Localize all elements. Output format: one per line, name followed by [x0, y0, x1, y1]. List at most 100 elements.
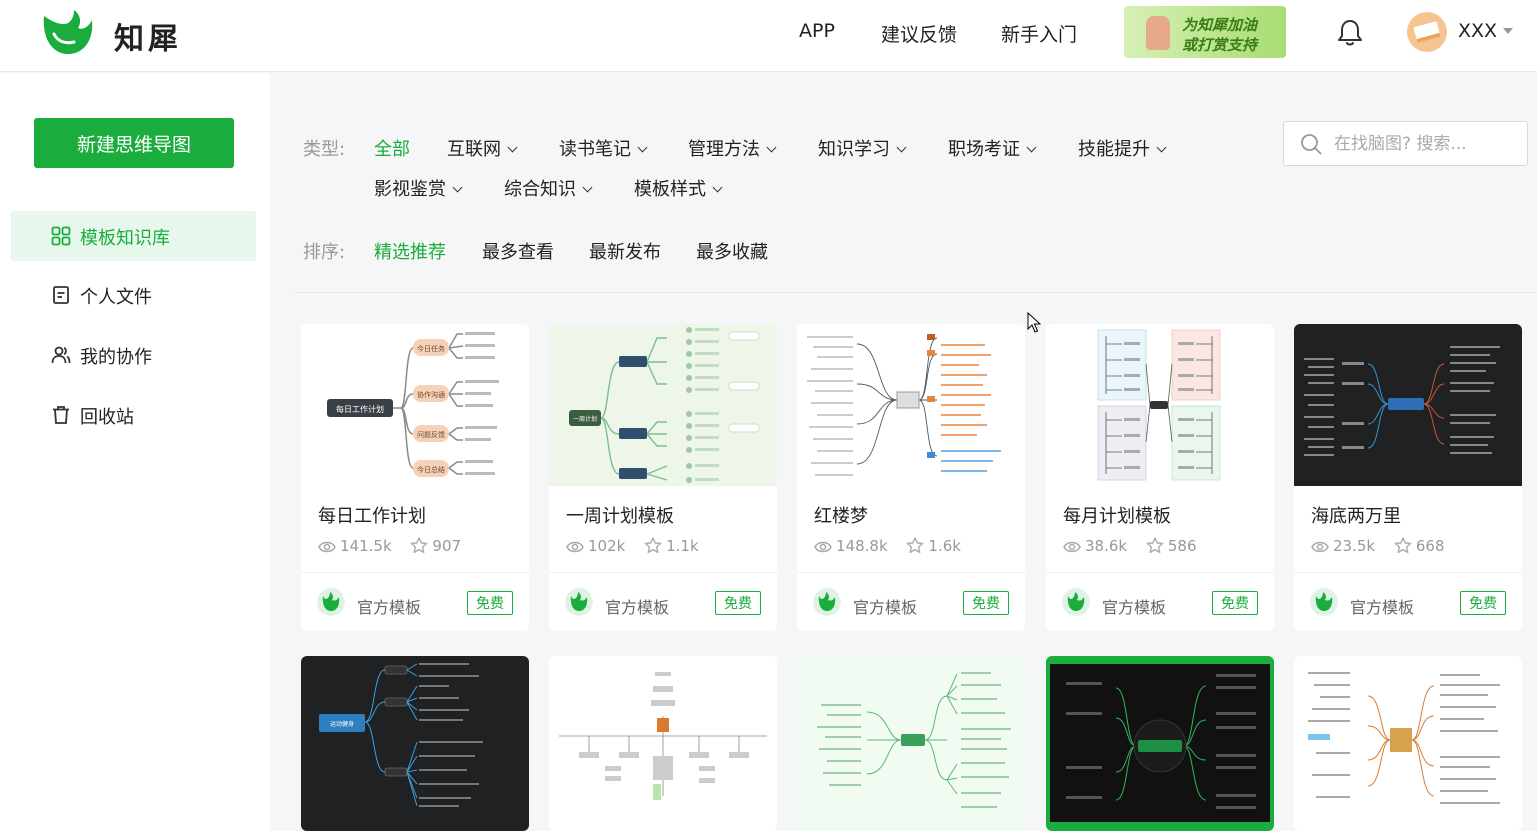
star-icon[interactable]: [644, 537, 662, 554]
eye-icon: [1063, 541, 1081, 553]
fist-icon: [1146, 16, 1170, 50]
divider: [301, 572, 529, 573]
type-label-text: 影视鉴赏: [374, 179, 446, 200]
star-icon[interactable]: [906, 537, 924, 554]
type-reading-notes[interactable]: 读书笔记: [559, 135, 648, 161]
thumb-root-text: 运动健身: [330, 720, 354, 728]
template-card[interactable]: 运动健身: [301, 656, 529, 831]
card-title[interactable]: 每月计划模板: [1063, 506, 1171, 527]
type-film[interactable]: 影视鉴赏: [374, 175, 463, 201]
thumb-root-text: 每日工作计划: [336, 404, 384, 414]
star-icon[interactable]: [1394, 537, 1412, 554]
view-count: 23.5k: [1333, 537, 1376, 555]
thumb-branch-text: 协作沟通: [417, 390, 445, 399]
type-certification[interactable]: 职场考证: [948, 135, 1037, 161]
chevron-down-icon[interactable]: [1503, 28, 1513, 34]
eye-icon: [566, 541, 584, 553]
template-card[interactable]: 一周计划 一周计划模板 102k 1.1k 官方模板: [549, 324, 777, 631]
card-stats: 23.5k 668: [1311, 537, 1445, 555]
type-general[interactable]: 综合知识: [504, 175, 593, 201]
type-all[interactable]: 全部: [374, 139, 410, 160]
support-banner[interactable]: 为知犀加油 或打赏支持: [1124, 6, 1286, 58]
chevron-down-icon: [452, 182, 463, 193]
card-author: 官方模板: [1350, 598, 1415, 617]
type-label-text: 综合知识: [504, 179, 576, 200]
template-card[interactable]: [797, 656, 1025, 831]
template-card[interactable]: 每月计划模板 38.6k 586 官方模板 免费: [1046, 324, 1274, 631]
view-count: 148.8k: [836, 537, 888, 555]
sort-most-starred[interactable]: 最多收藏: [696, 242, 768, 263]
template-card[interactable]: [1046, 656, 1274, 831]
sidebar-item-trash[interactable]: 回收站: [11, 390, 256, 440]
star-icon[interactable]: [1146, 537, 1164, 554]
card-stats: 102k 1.1k: [566, 537, 699, 555]
card-thumbnail: [1294, 324, 1522, 486]
search-box[interactable]: [1283, 121, 1528, 166]
file-icon: [53, 286, 69, 304]
card-author: 官方模板: [853, 598, 918, 617]
bell-icon[interactable]: [1337, 18, 1363, 46]
sidebar-item-personal-files[interactable]: 个人文件: [11, 270, 256, 320]
template-card[interactable]: [1294, 656, 1522, 831]
free-badge: 免费: [963, 591, 1009, 615]
type-styles[interactable]: 模板样式: [634, 175, 723, 201]
star-count: 586: [1167, 537, 1197, 555]
trash-icon: [53, 406, 69, 424]
sidebar-item-templates[interactable]: 模板知识库: [11, 211, 256, 261]
card-thumbnail: [1308, 672, 1500, 804]
user-name[interactable]: XXX: [1458, 20, 1498, 42]
view-count: 38.6k: [1085, 537, 1128, 555]
nav-app[interactable]: APP: [799, 20, 835, 42]
eye-icon: [318, 541, 336, 553]
star-icon[interactable]: [410, 537, 428, 554]
chevron-down-icon: [766, 142, 777, 153]
sidebar-item-label: 模板知识库: [80, 228, 170, 249]
card-title[interactable]: 一周计划模板: [566, 506, 674, 527]
card-stats: 148.8k 1.6k: [814, 537, 961, 555]
grid-icon: [51, 226, 71, 246]
card-stats: 38.6k 586: [1063, 537, 1197, 555]
thumb-branch-text: 今日总结: [417, 465, 445, 474]
users-icon: [51, 346, 71, 364]
sidebar-item-collaboration[interactable]: 我的协作: [11, 330, 256, 380]
divider: [295, 292, 1537, 293]
type-knowledge[interactable]: 知识学习: [818, 135, 907, 161]
nav-feedback[interactable]: 建议反馈: [881, 24, 958, 46]
rhino-logo-icon[interactable]: [38, 8, 96, 58]
view-count: 141.5k: [340, 537, 392, 555]
type-label-text: 职场考证: [948, 139, 1020, 160]
template-card[interactable]: 红楼梦 148.8k 1.6k 官方模板 免费: [797, 324, 1025, 631]
template-card[interactable]: 每日工作计划 今日任务 协作沟通 问题反馈 今日总结 每日工作计划 141.5k…: [301, 324, 529, 631]
card-author: 官方模板: [357, 598, 422, 617]
card-thumbnail: [1046, 324, 1274, 486]
divider: [549, 572, 777, 573]
sidebar-item-label: 个人文件: [80, 287, 152, 308]
new-mindmap-button[interactable]: 新建思维导图: [34, 118, 234, 168]
avatar[interactable]: [1407, 12, 1447, 52]
type-label: 类型:: [303, 139, 346, 160]
type-skills[interactable]: 技能提升: [1078, 135, 1167, 161]
type-label-text: 知识学习: [818, 139, 890, 160]
card-title[interactable]: 海底两万里: [1311, 506, 1401, 527]
sort-featured[interactable]: 精选推荐: [374, 242, 446, 263]
nav-guide[interactable]: 新手入门: [1001, 24, 1078, 46]
sort-label: 排序:: [303, 242, 346, 263]
card-title[interactable]: 红楼梦: [814, 506, 868, 527]
template-card[interactable]: 海底两万里 23.5k 668 官方模板 免费: [1294, 324, 1522, 631]
sort-newest[interactable]: 最新发布: [589, 242, 661, 263]
free-badge: 免费: [467, 591, 513, 615]
type-label-text: 模板样式: [634, 179, 706, 200]
card-author: 官方模板: [605, 598, 670, 617]
type-management[interactable]: 管理方法: [688, 135, 777, 161]
search-input[interactable]: [1334, 130, 1519, 158]
template-card[interactable]: [549, 656, 777, 831]
view-count: 102k: [588, 537, 626, 555]
sort-most-viewed[interactable]: 最多查看: [482, 242, 554, 263]
star-count: 1.1k: [666, 537, 699, 555]
eye-icon: [814, 541, 832, 553]
banner-line2: 或打赏支持: [1182, 36, 1258, 54]
card-title[interactable]: 每日工作计划: [318, 506, 426, 527]
chevron-down-icon: [507, 142, 518, 153]
type-internet[interactable]: 互联网: [447, 135, 518, 161]
logo-text[interactable]: 知犀: [114, 22, 182, 57]
